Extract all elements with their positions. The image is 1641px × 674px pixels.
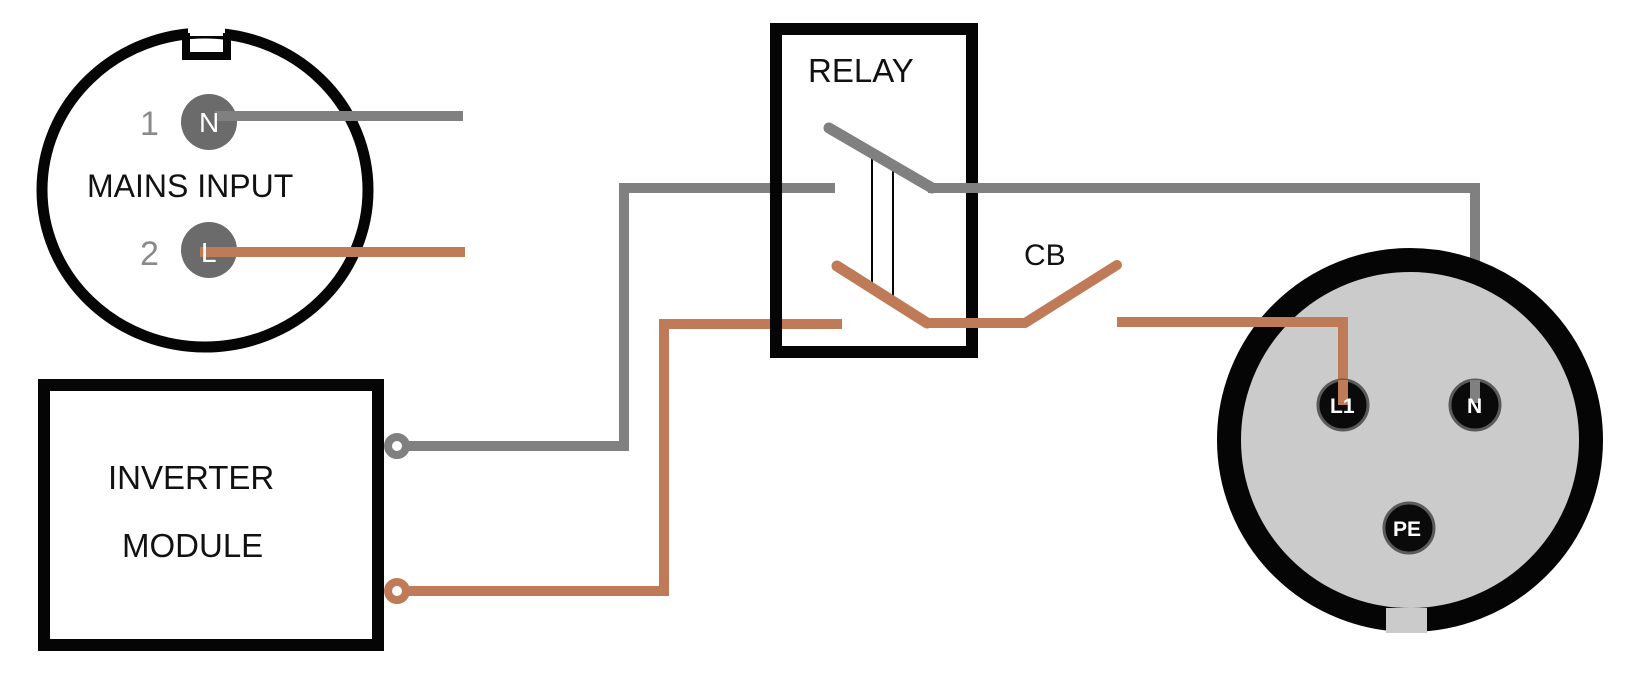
output-socket-key-notch xyxy=(1386,608,1427,633)
inverter-label-line1: INVERTER xyxy=(108,459,274,496)
mains-input-key-notch-outline xyxy=(182,33,231,60)
socket-pin-l1-label: L1 xyxy=(1330,395,1355,418)
relay-live-blade xyxy=(831,260,933,329)
mains-pin-l-letter: L xyxy=(201,237,217,268)
relay-neutral-blade xyxy=(823,122,938,194)
mains-pin-2-number: 2 xyxy=(140,235,159,273)
cb-label: CB xyxy=(1024,239,1066,272)
mains-pin-n-letter: N xyxy=(199,107,219,138)
inverter-neutral-wire xyxy=(396,183,835,451)
inverter-label-line2: MODULE xyxy=(122,527,263,564)
circuit-breaker: CB xyxy=(1020,239,1122,328)
inverter-module-box xyxy=(38,379,384,651)
cb-contact-blade xyxy=(1020,260,1122,328)
mains-input-connector: 1 N 2 L MAINS INPUT xyxy=(36,22,465,353)
inverter-neutral-terminal xyxy=(384,433,410,459)
cb-to-l1-wire xyxy=(1117,317,1348,405)
inverter-live-wire xyxy=(396,319,842,596)
mains-pin-1-number: 1 xyxy=(140,105,159,143)
relay-label: RELAY xyxy=(808,52,914,89)
mains-pin-n xyxy=(181,94,237,150)
socket-pin-pe xyxy=(1382,501,1436,555)
socket-pin-n-label: N xyxy=(1467,395,1482,418)
inverter-live-terminal xyxy=(384,578,410,604)
mains-input-key-notch xyxy=(188,22,225,36)
socket-pin-pe-label: PE xyxy=(1393,518,1421,541)
mains-input-label: MAINS INPUT xyxy=(87,168,293,204)
output-socket-body xyxy=(1217,248,1603,632)
output-socket: L1 N PE xyxy=(1117,248,1603,633)
inverter-module: INVERTER MODULE xyxy=(38,379,384,651)
